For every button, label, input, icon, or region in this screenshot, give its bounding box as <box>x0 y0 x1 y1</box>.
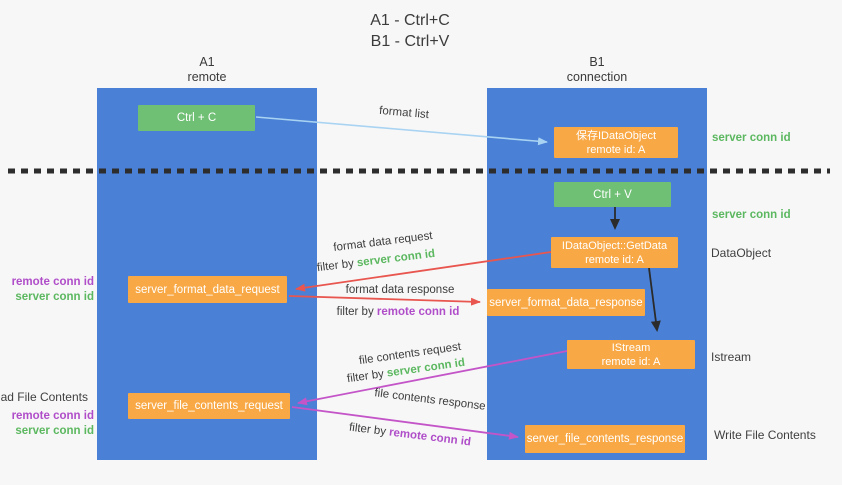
getdata-line1: IDataObject::GetData <box>561 239 668 252</box>
ctrl-v-label: Ctrl + V <box>593 188 632 201</box>
server-file-contents-response-box: server_file_contents_response <box>525 425 685 453</box>
ctrl-v-box: Ctrl + V <box>554 182 671 207</box>
filter-by-remote-conn-id-label-1: filter by remote conn id <box>337 306 460 318</box>
format-data-response-label: format data response <box>345 284 455 296</box>
filter-by-text: filter by <box>346 368 385 386</box>
lane-header-a1: A1 remote <box>97 55 317 85</box>
istream-line1: IStream <box>611 341 651 354</box>
lane-a1-name: A1 <box>199 55 215 69</box>
server-file-contents-request-label: server_file_contents_request <box>135 400 283 412</box>
ctrl-c-box: Ctrl + C <box>138 105 255 131</box>
filter-by-text: filter by <box>348 421 387 438</box>
write-file-contents-label: Write File Contents <box>714 428 816 442</box>
remote-conn-id-text: remote conn id <box>376 306 460 318</box>
server-conn-id-left-1: server conn id <box>15 290 94 303</box>
server-conn-id-right-top: server conn id <box>712 132 791 144</box>
istream-side-label: Istream <box>711 350 752 364</box>
server-format-data-request-box: server_format_data_request <box>128 276 287 303</box>
server-format-data-response-label: server_format_data_response <box>489 296 643 309</box>
remote-conn-id-left-2: remote conn id <box>11 410 94 422</box>
filter-by-text: filter by <box>316 257 355 275</box>
diagram-title: A1 - Ctrl+C B1 - Ctrl+V <box>0 10 820 52</box>
title-line-b1: B1 - Ctrl+V <box>370 33 450 50</box>
format-data-response-arrow <box>288 295 481 306</box>
ctrl-c-label: Ctrl + C <box>176 112 217 124</box>
filter-by-remote-conn-id-label-2: filter by remote conn id <box>348 422 471 449</box>
dataobject-label: DataObject <box>711 246 772 260</box>
save-dataobject-line1: 保存IDataObject <box>575 129 657 142</box>
server-file-contents-request-box: server_file_contents_request <box>128 393 290 419</box>
remote-conn-id-text: remote conn id <box>388 426 472 449</box>
remote-conn-id-left-1: remote conn id <box>11 276 94 288</box>
getdata-box: IDataObject::GetData remote id: A <box>551 237 678 268</box>
getdata-line2: remote id: A <box>585 253 644 266</box>
lane-a1-role: remote <box>187 70 227 84</box>
server-file-contents-response-label: server_file_contents_response <box>526 433 684 445</box>
lane-b1-role: connection <box>566 70 628 84</box>
conn-id-stack-format: remote conn id server conn id <box>12 275 94 304</box>
save-dataobject-box: 保存IDataObject remote id: A <box>554 127 678 158</box>
server-format-data-request-label: server_format_data_request <box>135 283 280 296</box>
filter-by-text: filter by <box>336 306 374 318</box>
read-file-contents-label: Read File Contents <box>0 390 88 404</box>
file-contents-response-label: file contents response <box>373 387 487 413</box>
save-dataobject-line2: remote id: A <box>586 143 646 156</box>
server-conn-id-right-mid: server conn id <box>712 209 791 221</box>
format-list-label: format list <box>378 104 430 122</box>
istream-line2: remote id: A <box>601 355 661 368</box>
istream-box: IStream remote id: A <box>567 340 695 369</box>
title-line-a1: A1 - Ctrl+C <box>370 12 450 29</box>
server-conn-id-left-2: server conn id <box>15 424 94 437</box>
lane-b1-name: B1 <box>589 55 605 69</box>
server-conn-id-text: server conn id <box>356 247 436 270</box>
server-format-data-response-box: server_format_data_response <box>487 289 645 316</box>
lane-header-b1: B1 connection <box>487 55 707 85</box>
conn-id-stack-file: remote conn id server conn id <box>12 409 94 438</box>
